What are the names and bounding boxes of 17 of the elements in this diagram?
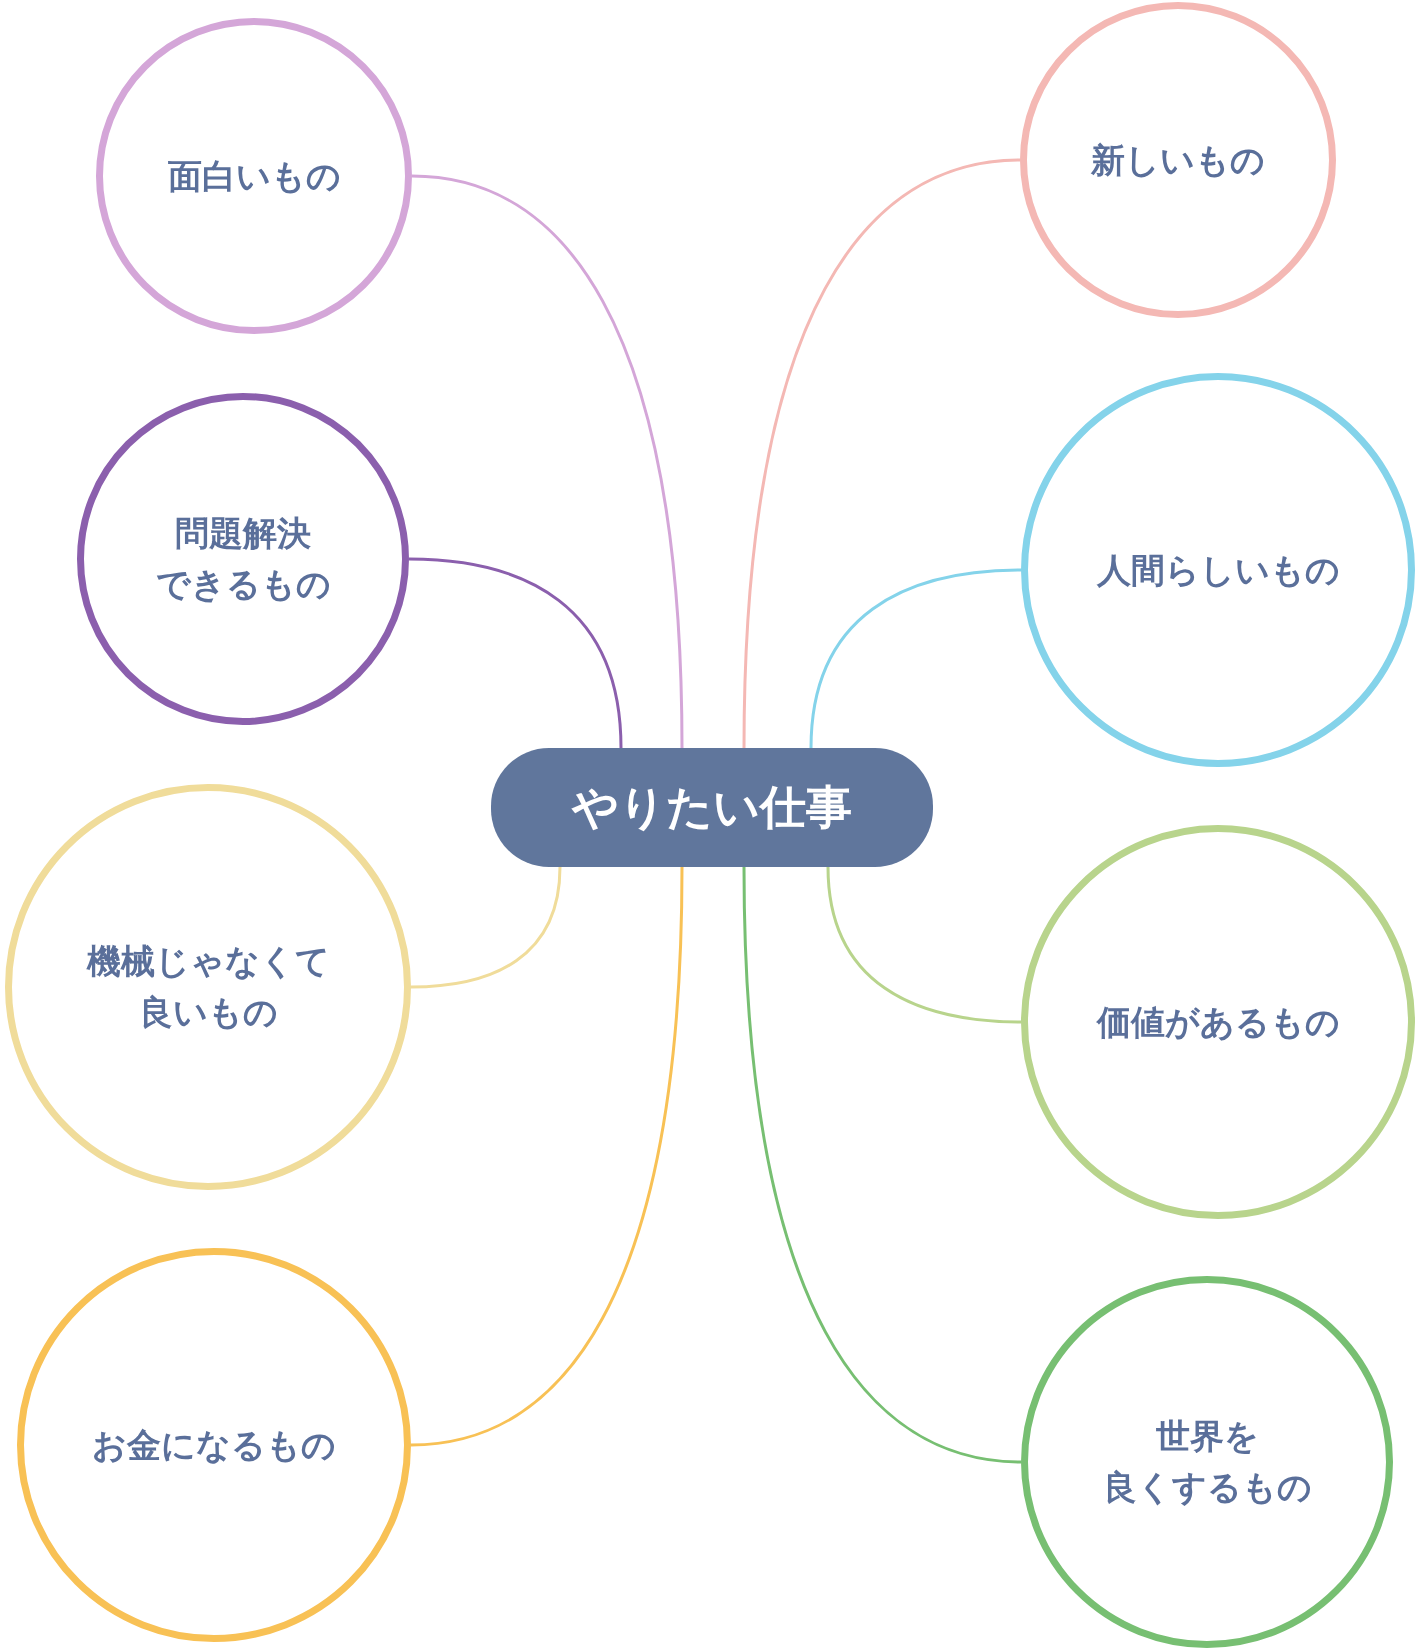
connector-line (411, 174, 684, 749)
connector-line (408, 557, 623, 749)
topic-title: やりたい仕事 (572, 779, 852, 836)
connector-line (742, 158, 1021, 749)
idea-label: 価値があるもの (1096, 1000, 1340, 1044)
connector-line (826, 866, 1022, 1024)
idea-label: 面白いもの (167, 154, 341, 198)
idea-label: 人間らしいもの (1096, 548, 1340, 592)
connector-line (410, 866, 562, 989)
idea-label: お金になるもの (92, 1423, 336, 1467)
idea-label: 世界を良くするもの (1102, 1415, 1312, 1509)
connector-line (809, 568, 1022, 749)
idea-label: 機械じゃなくて良いもの (86, 940, 330, 1034)
idea-label: 問題解決できるもの (155, 512, 331, 606)
idea-label: 新しいもの (1091, 138, 1265, 182)
connector-line (410, 866, 684, 1447)
connector-line (742, 866, 1022, 1464)
